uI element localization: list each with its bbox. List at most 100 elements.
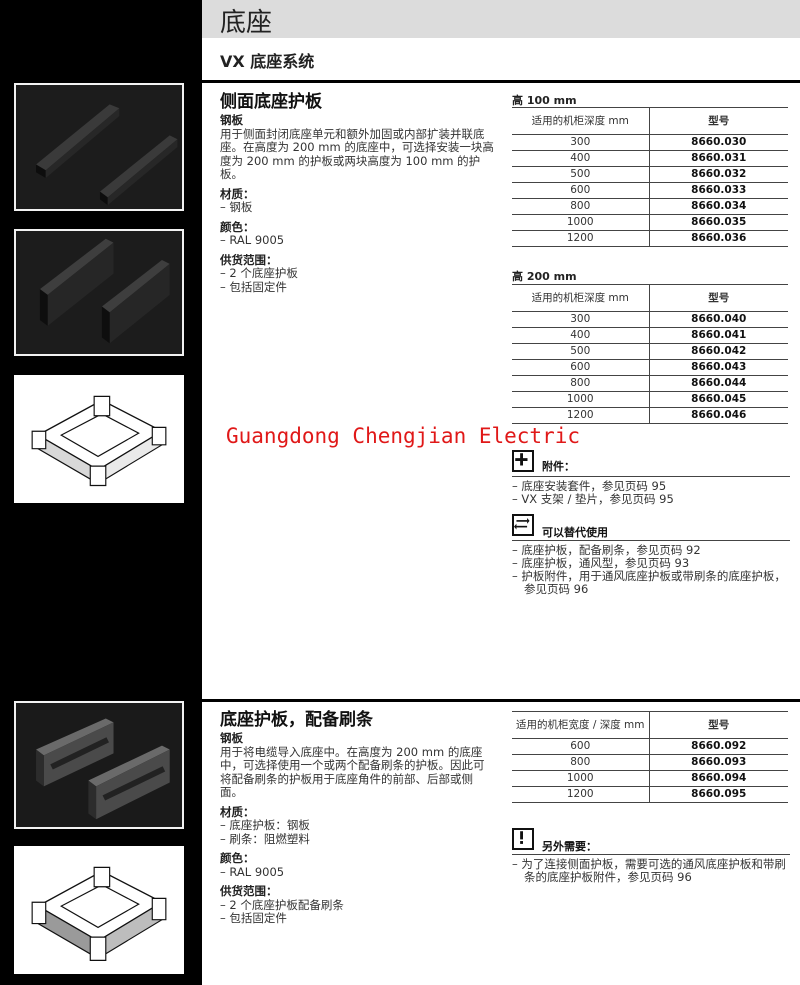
table-header-depth: 适用的机柜深度 mm [512, 107, 650, 135]
alternatives-label: 可以替代使用 [542, 526, 608, 539]
table-cell: 600 [512, 359, 650, 376]
list-item: – VX 支架 / 垫片，参见页码 95 [512, 492, 674, 506]
divider [512, 854, 790, 855]
table-cell: 8660.033 [649, 182, 788, 199]
list-item: – 底座护板，通风型，参见页码 93 [512, 556, 690, 570]
table-header-model: 型号 [649, 107, 788, 135]
table-cell: 1000 [512, 770, 650, 787]
plinth-frame-diagram [14, 375, 184, 503]
table2-label: 高 200 mm [512, 270, 577, 283]
product1-color-item: – RAL 9005 [220, 233, 285, 247]
product2-material-item: – 刷条：阻燃塑料 [220, 831, 310, 846]
section-divider-middle [202, 699, 800, 702]
plinth-frame-drawing-icon [16, 377, 182, 501]
table-cell: 800 [512, 754, 650, 771]
plinth-panel-photo-icon [16, 703, 182, 827]
product1-supply-item: – 包括固定件 [220, 279, 287, 294]
divider [512, 540, 790, 541]
alternatives-list: – 底座护板，配备刷条，参见页码 92 – 底座护板，通风型，参见页码 93 –… [512, 540, 790, 596]
plus-icon [512, 450, 534, 472]
table-cell: 8660.092 [649, 738, 788, 755]
table-cell: 1200 [512, 786, 650, 803]
table-cell: 8660.094 [649, 770, 788, 787]
swap-arrows-icon [512, 514, 534, 536]
table-cell: 8660.043 [649, 359, 788, 376]
table-cell: 8660.044 [649, 375, 788, 392]
table-cell: 500 [512, 166, 650, 183]
table-header-row: 适用的机柜深度 mm 型号 [512, 107, 788, 135]
product2-material-item: – 底座护板：钢板 [220, 818, 310, 832]
divider [512, 476, 790, 477]
product1-description: 侧面底座护板 钢板 用于侧面封闭底座单元和额外加固或内部扩装并联底座。在高度为 … [220, 92, 495, 294]
plinth-frame-drawing-icon [16, 848, 182, 972]
table-cell: 600 [512, 182, 650, 199]
table-cell: 8660.030 [649, 134, 788, 151]
page-subtitle: VX 底座系统 [220, 52, 315, 71]
product2-supply-label: 供货范围： [220, 884, 278, 898]
table-cell: 1000 [512, 214, 650, 231]
list-item: – 底座安装套件，参见页码 95 [512, 479, 667, 493]
table-cell: 800 [512, 375, 650, 392]
product1-material-label: 材质： [220, 186, 255, 201]
plinth-panel-photo-icon [16, 85, 182, 209]
table-cell: 8660.095 [649, 786, 788, 803]
image-sidebar [0, 0, 202, 985]
product1-description-text: 用于侧面封闭底座单元和额外加固或内部扩装并联底座。在高度为 200 mm 的底座… [220, 126, 494, 181]
table-cell: 8660.046 [649, 407, 788, 424]
product2-description-text: 用于将电缆导入底座中。在高度为 200 mm 的底座中，可选择使用一个或两个配备… [220, 744, 485, 799]
table-cell: 500 [512, 343, 650, 360]
table-cell: 8660.032 [649, 166, 788, 183]
table-cell: 8660.031 [649, 150, 788, 167]
table-cell: 300 [512, 311, 650, 328]
table-cell: 8660.034 [649, 198, 788, 215]
product2-color-item: – RAL 9005 [220, 864, 285, 879]
list-item: – 护板附件，用于通风底座护板或带刷条的底座护板，参见页码 96 [512, 569, 786, 596]
table-cell: 400 [512, 150, 650, 167]
product1-title: 侧面底座护板 [220, 92, 322, 112]
product2-color-label: 颜色： [220, 851, 255, 865]
page-title: 底座 [220, 8, 273, 38]
table-cell: 300 [512, 134, 650, 151]
table-header-row: 适用的机柜深度 mm 型号 [512, 284, 788, 312]
table-header-depth: 适用的机柜深度 mm [512, 284, 650, 312]
accessories-list: – 底座安装套件，参见页码 95 – VX 支架 / 垫片，参见页码 95 [512, 476, 790, 506]
table-cell: 400 [512, 327, 650, 344]
table-cell: 1200 [512, 230, 650, 247]
table-cell: 8660.093 [649, 754, 788, 771]
table-header-model: 型号 [649, 711, 788, 739]
required-label: 另外需要： [542, 840, 597, 853]
table-cell: 8660.035 [649, 214, 788, 231]
list-item: – 为了连接侧面护板，需要可选的通风底座护板和带刷条的底座护板附件，参见页码 9… [512, 857, 786, 884]
product2-supply-item: – 包括固定件 [220, 911, 287, 925]
table-header-width-depth: 适用的机柜宽度 / 深度 mm [512, 711, 650, 739]
product1-material-heading: 钢板 [220, 113, 243, 127]
table-cell: 800 [512, 198, 650, 215]
brush-frame-diagram [14, 846, 184, 974]
plinth-panel-photo-icon [16, 231, 182, 354]
table-cell: 8660.045 [649, 391, 788, 408]
product2-material-label: 材质： [220, 804, 255, 819]
product2-title: 底座护板，配备刷条 [220, 710, 373, 730]
brush-panel-photo [14, 701, 184, 829]
table-cell: 8660.036 [649, 230, 788, 247]
table-cell: 1000 [512, 391, 650, 408]
product1-supply-item: – 2 个底座护板 [220, 266, 298, 280]
